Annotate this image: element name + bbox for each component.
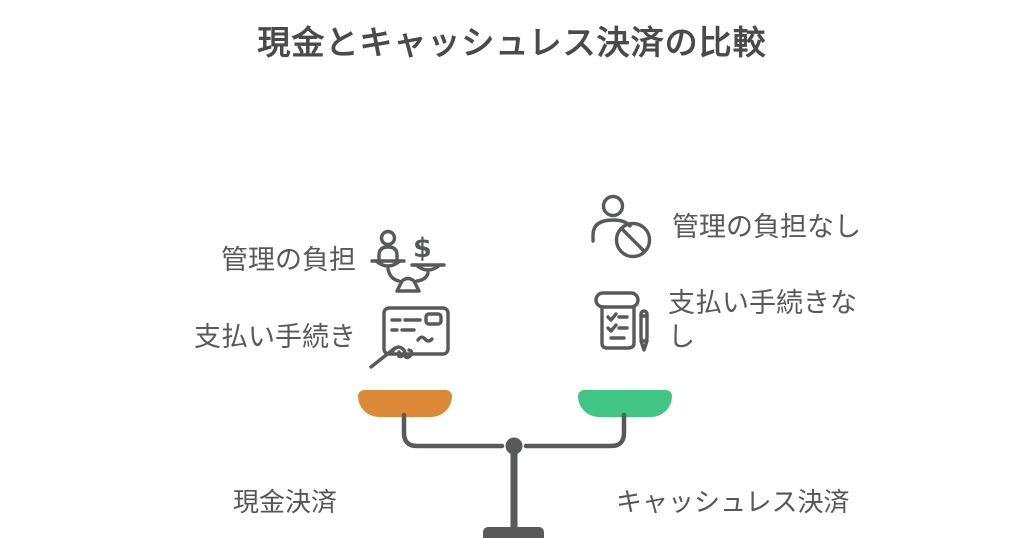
right-scale-pan: [578, 390, 672, 417]
right-item-management-label: 管理の負担なし: [672, 212, 861, 243]
right-item-procedure: 支払い手続きなし: [588, 284, 866, 358]
cashless-payment-label: キャッシュレス決済: [616, 487, 850, 517]
left-item-management-label: 管理の負担: [221, 245, 356, 276]
check-writing-icon: [368, 305, 452, 371]
person-money-scale-icon: $: [368, 228, 448, 294]
left-item-procedure-label: 支払い手続き: [194, 322, 356, 353]
right-item-management: 管理の負担なし: [588, 192, 861, 264]
page-title: 現金とキャッシュレス決済の比較: [257, 24, 767, 61]
left-scale-pan: [358, 390, 452, 417]
left-item-management: 管理の負担 $: [185, 226, 448, 296]
svg-text:$: $: [413, 233, 432, 264]
checklist-pen-icon: [588, 286, 654, 356]
left-item-procedure: 支払い手続き: [172, 302, 452, 374]
person-prohibited-icon: [588, 193, 658, 263]
cash-payment-label: 現金決済: [233, 487, 338, 517]
right-item-procedure-label: 支払い手続きなし: [668, 288, 857, 352]
